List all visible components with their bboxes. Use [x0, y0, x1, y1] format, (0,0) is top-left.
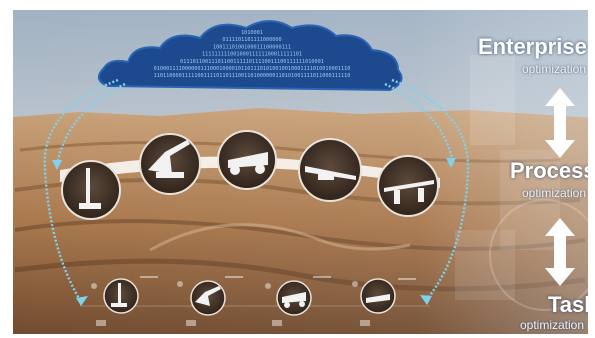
- data-cloud: [97, 20, 403, 92]
- left-up-arrowhead: [52, 160, 62, 170]
- binary-row: 11111111100100011111100011111101: [202, 52, 302, 58]
- task-machine-truck: [276, 280, 312, 316]
- process-task-double-arrow: [545, 218, 575, 286]
- feedback-arrows: [43, 78, 470, 301]
- right-arrowhead: [420, 295, 432, 305]
- task-machine-dozer: [360, 278, 396, 314]
- task-row: [80, 276, 430, 326]
- task-machine-drill: [103, 278, 139, 314]
- right-inner-arc: [384, 82, 454, 159]
- task-machine-excavator: [190, 280, 226, 316]
- binary-row: 1001110100100011100000111: [213, 44, 291, 50]
- frame-left: [0, 0, 13, 338]
- task-level-subtitle: optimization: [520, 318, 585, 332]
- binary-row: 0100011110000001110001000010110111010100…: [154, 66, 351, 72]
- frame-bottom: [0, 334, 595, 338]
- left-arrowhead: [76, 296, 88, 306]
- left-inner-arc: [56, 82, 126, 161]
- left-feedback-arc: [43, 78, 119, 301]
- binary-row: 0111011001110110011111011110011100111111…: [180, 59, 324, 65]
- binary-row: 1101100001111100111101101110011010000001…: [154, 73, 351, 79]
- binary-row: 1010001: [241, 30, 263, 36]
- level-arrows: [545, 88, 575, 286]
- enterprise-process-double-arrow: [545, 88, 575, 158]
- binary-row: 0111101101111000000: [222, 37, 281, 43]
- process-machine-drill: [61, 160, 121, 220]
- cloud-binary-text: 1010001011110110111100000010011101001000…: [154, 30, 351, 79]
- frame-top: [0, 0, 595, 10]
- process-level-title: Process: [510, 158, 595, 183]
- process-machine-shovel: [139, 133, 201, 195]
- frame-right: [588, 0, 595, 338]
- right-feedback-arc: [391, 78, 470, 299]
- enterprise-level-title: Enterprise: [478, 34, 587, 59]
- task-level-title: Task: [548, 292, 595, 317]
- right-up-arrowhead: [446, 158, 456, 168]
- process-machine-crusher: [298, 138, 362, 202]
- enterprise-level-subtitle: optimization: [522, 62, 587, 76]
- process-machine-stacker: [377, 155, 439, 217]
- arrow-heads: [52, 158, 456, 306]
- process-level-subtitle: optimization: [522, 186, 587, 200]
- process-machine-truck: [217, 130, 277, 190]
